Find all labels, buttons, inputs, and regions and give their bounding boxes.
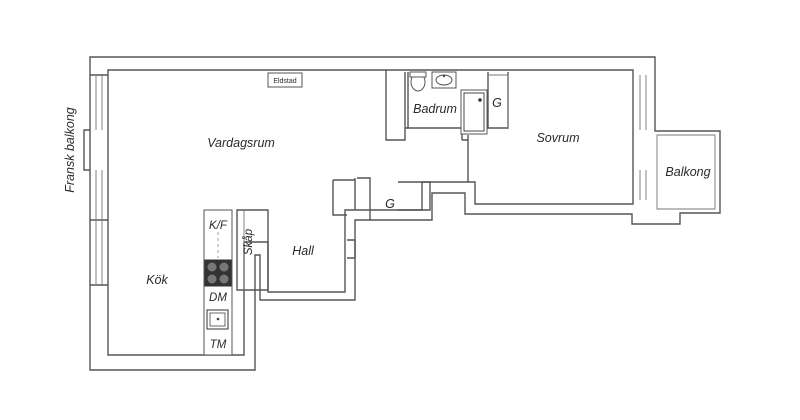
bathroom-sink-icon — [431, 71, 457, 89]
room-label-vardagsrum: Vardagsrum — [207, 136, 275, 150]
room-label-kok: Kök — [146, 273, 168, 287]
room-label-sovrum: Sovrum — [536, 131, 579, 145]
room-label-hall: Hall — [292, 244, 315, 258]
room-label-g-hall: G — [385, 197, 395, 211]
tm-label: TM — [210, 339, 227, 351]
room-label-skap: Skåp — [243, 228, 255, 255]
kf-label: K/F — [209, 220, 228, 232]
toilet-icon — [409, 71, 427, 92]
eldstad-label: Eldstad — [273, 78, 296, 85]
room-label-badrum: Badrum — [413, 102, 457, 116]
bathroom-fixtures — [409, 71, 488, 135]
room-label-balkong: Balkong — [665, 165, 710, 179]
fireplace: Eldstad — [267, 72, 303, 88]
kitchen-counter — [203, 209, 233, 356]
outer-walls — [83, 56, 721, 371]
room-label-fransk-balkong: Fransk balkong — [63, 107, 77, 193]
dm-label: DM — [209, 292, 227, 304]
room-label-g-bath: G — [492, 96, 502, 110]
shower-icon — [460, 89, 488, 135]
